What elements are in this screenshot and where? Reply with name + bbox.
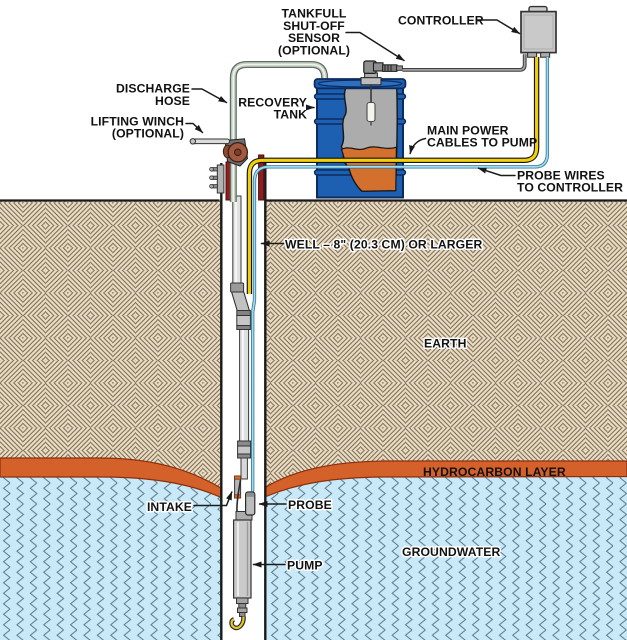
pump-body bbox=[233, 519, 252, 599]
connector-ridges bbox=[384, 64, 392, 72]
drop-pipe-lower bbox=[239, 327, 250, 445]
leader-probe-wires bbox=[477, 167, 516, 177]
label-tankfull-1: TANKFULL bbox=[282, 7, 347, 21]
groundwater-layer bbox=[0, 477, 627, 640]
leader-intake bbox=[193, 491, 233, 507]
hydrocarbon-layer bbox=[0, 457, 627, 498]
tankfull-sensor bbox=[360, 60, 403, 126]
label-recovery-1: RECOVERY bbox=[238, 96, 307, 110]
label-intake: INTAKE bbox=[147, 500, 192, 514]
wellhead bbox=[209, 154, 265, 201]
label-pump: PUMP bbox=[287, 559, 323, 573]
pump-fitting bbox=[237, 607, 248, 613]
label-tankfull-3: SENSOR bbox=[288, 31, 340, 45]
pump-fitting bbox=[239, 612, 246, 617]
label-probe: PROBE bbox=[288, 498, 332, 512]
leader-lines bbox=[185, 19, 521, 568]
pump-assembly bbox=[229, 511, 253, 631]
sensor-wire bbox=[402, 54, 526, 71]
mount-plate bbox=[216, 164, 225, 194]
label-main-power-2: CABLES TO PUMP bbox=[427, 136, 537, 150]
pump-hook bbox=[230, 616, 245, 629]
connector-tip bbox=[396, 65, 403, 71]
pipe-cap-fitting bbox=[230, 282, 245, 293]
lifting-winch bbox=[189, 138, 249, 167]
well-fittings-front bbox=[230, 291, 256, 516]
label-lifting-1: LIFTING WINCH bbox=[91, 115, 184, 129]
hose-highlight bbox=[232, 63, 326, 202]
subsurface bbox=[0, 199, 627, 640]
probe-body bbox=[245, 491, 256, 516]
label-well: WELL – 8" (20.3 CM) OR LARGER bbox=[285, 238, 482, 252]
leader-lifting-winch bbox=[185, 122, 204, 134]
controller bbox=[520, 5, 557, 58]
leader-tankfull-sensor bbox=[345, 31, 405, 62]
bung-flange bbox=[360, 77, 382, 86]
winch-pulley-hub bbox=[234, 148, 242, 157]
pump-riser-pipe bbox=[240, 457, 248, 480]
label-discharge-2: HOSE bbox=[155, 94, 190, 108]
coupling-band bbox=[237, 440, 252, 447]
label-tankfull-2: SHUT-OFF bbox=[283, 19, 345, 33]
reducer-band bbox=[236, 310, 251, 316]
downhole-equipment bbox=[229, 195, 253, 631]
controller-gland bbox=[527, 52, 538, 58]
probe-cap bbox=[246, 493, 255, 497]
label-main-power-1: MAIN POWER bbox=[427, 124, 509, 138]
controller-gland bbox=[540, 52, 551, 58]
leader-main-power bbox=[409, 137, 427, 155]
coupling-body bbox=[237, 445, 252, 455]
reducer-band bbox=[236, 325, 251, 330]
power-cable bbox=[247, 57, 539, 294]
reducer-body bbox=[236, 315, 251, 326]
drum-top-surface bbox=[317, 79, 403, 88]
sensor-float bbox=[366, 101, 376, 123]
label-hydrocarbon: HYDROCARBON LAYER bbox=[423, 465, 566, 479]
label-earth: EARTH bbox=[424, 337, 466, 351]
sensor-wire-outline bbox=[402, 54, 527, 72]
coupling-band bbox=[237, 453, 252, 459]
controller-panel bbox=[523, 14, 554, 50]
label-lifting-2: (OPTIONAL) bbox=[112, 127, 184, 141]
intake-cap-top bbox=[234, 475, 242, 480]
mount-bolts bbox=[209, 167, 218, 189]
leader-controller bbox=[476, 19, 521, 35]
pump-fitting bbox=[238, 603, 247, 609]
winch-handle-knob bbox=[189, 138, 197, 145]
label-recovery-2: TANK bbox=[274, 108, 307, 122]
label-probe-wires-2: TO CONTROLLER bbox=[517, 181, 623, 195]
label-groundwater: GROUNDWATER bbox=[402, 545, 500, 559]
label-tankfull-4: (OPTIONAL) bbox=[278, 43, 350, 57]
leader-discharge-hose bbox=[191, 88, 228, 104]
controller-box bbox=[520, 10, 557, 54]
label-controller: CONTROLLER bbox=[398, 14, 484, 28]
pump-fitting bbox=[236, 597, 249, 604]
sensor-elbow-arm bbox=[372, 62, 384, 72]
drop-pipe-upper bbox=[232, 195, 242, 287]
winch-handle bbox=[190, 138, 230, 145]
label-discharge-1: DISCHARGE bbox=[116, 82, 190, 96]
labels: TANKFULL SHUT-OFF SENSOR (OPTIONAL) CONT… bbox=[91, 7, 623, 575]
casing-riser-right bbox=[258, 154, 265, 201]
discharge-hose bbox=[229, 61, 329, 202]
recovery-tank bbox=[313, 60, 407, 199]
label-probe-wires-1: PROBE WIRES bbox=[517, 169, 605, 183]
